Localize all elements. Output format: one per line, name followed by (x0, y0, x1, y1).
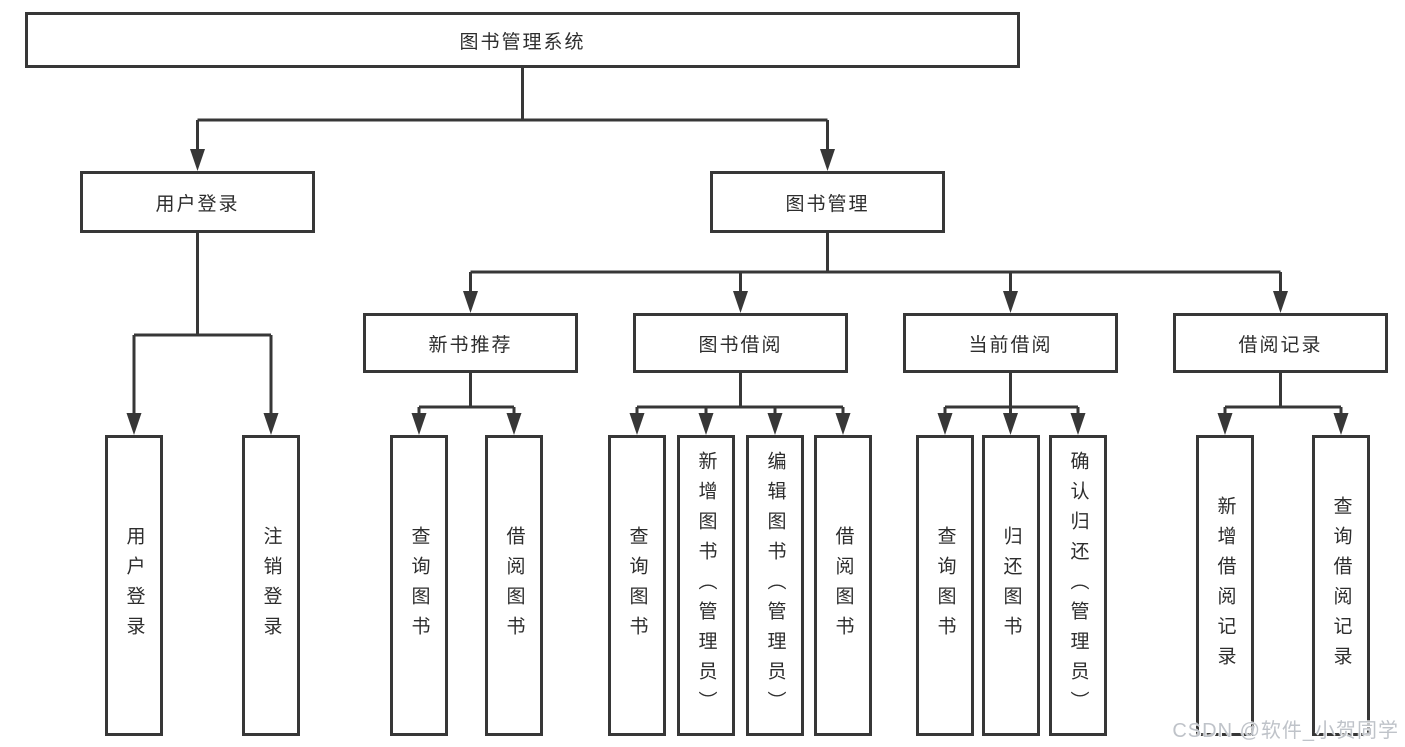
leaf-query-books-borrowing: 查询图书 (608, 435, 666, 736)
node-book-management: 图书管理 (710, 171, 945, 233)
leaf-query-books: 查询图书 (390, 435, 448, 736)
arrowheads-records-leaves (1217, 413, 1349, 435)
connector-login-to-leaves (132, 233, 273, 416)
connector-root-to-level2 (196, 68, 829, 152)
node-borrowing-records: 借阅记录 (1173, 313, 1388, 373)
arrowheads-borrow-leaves (629, 413, 851, 435)
arrowheads-level2 (190, 149, 835, 171)
connector-borrow-to-leaves (635, 373, 845, 416)
leaf-add-borrow-record: 新增借阅记录 (1196, 435, 1254, 736)
leaf-confirm-return-admin: 确认归还（管理员） (1049, 435, 1107, 736)
leaf-edit-book-admin: 编辑图书（管理员） (746, 435, 804, 736)
node-library-management-system: 图书管理系统 (25, 12, 1020, 68)
node-new-book-recommendation: 新书推荐 (363, 313, 578, 373)
csdn-watermark: CSDN @软件_小贺同学 (1172, 720, 1399, 742)
leaf-logout: 注销登录 (242, 435, 300, 736)
connector-mgmt-to-level3 (469, 233, 1282, 294)
node-book-borrowing: 图书借阅 (633, 313, 848, 373)
leaf-user-login: 用户登录 (105, 435, 163, 736)
arrowheads-current-leaves (937, 413, 1086, 435)
arrowheads-level3 (463, 291, 1288, 313)
leaf-query-borrow-record: 查询借阅记录 (1312, 435, 1370, 736)
arrowheads-newrec-leaves (411, 413, 522, 435)
connector-current-to-leaves (943, 373, 1080, 416)
arrowheads-login-leaves (126, 413, 279, 435)
node-current-borrowing: 当前借阅 (903, 313, 1118, 373)
node-user-login: 用户登录 (80, 171, 315, 233)
leaf-borrow-books-borrowing: 借阅图书 (814, 435, 872, 736)
leaf-add-book-admin: 新增图书（管理员） (677, 435, 735, 736)
leaf-borrow-books: 借阅图书 (485, 435, 543, 736)
connector-newrec-to-leaves (417, 373, 516, 416)
connector-records-to-leaves (1223, 373, 1343, 416)
leaf-query-books-current: 查询图书 (916, 435, 974, 736)
leaf-return-books: 归还图书 (982, 435, 1040, 736)
